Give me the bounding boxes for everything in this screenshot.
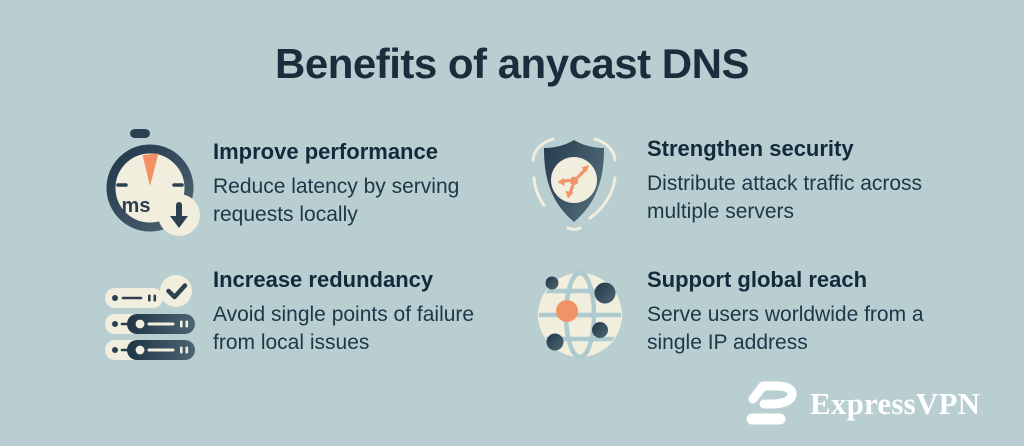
benefit-strengthen-security: Strengthen security Distribute attack tr… [647,136,935,226]
stopwatch-ms-label: ms [122,195,151,217]
globe-origin-node [556,300,578,322]
shield-distribute-icon [524,128,628,237]
benefit-heading: Increase redundancy [213,267,434,292]
stopwatch-ms-icon: ms [98,128,202,243]
brand-logo: ExpressVPN [739,377,980,431]
server-bar-top [105,288,163,308]
brand-wordmark: ExpressVPN [810,386,981,421]
globe-nodes-icon [525,258,643,381]
distribute-arrows [557,165,589,199]
benefit-heading: Improve performance [213,139,438,164]
benefit-support-global-reach: Support global reach Serve users worldwi… [647,267,939,357]
page-title: Benefits of anycast DNS [275,40,749,87]
benefit-heading: Support global reach [647,267,868,292]
benefit-description: Serve users worldwide from a single IP a… [647,303,924,354]
benefit-heading: Strengthen security [647,136,854,161]
benefit-description: Avoid single points of failure from loca… [213,303,475,354]
server-bar-middle [105,314,195,334]
shield-echo-lines [531,137,617,231]
benefit-description: Reduce latency by serving requests local… [213,175,460,226]
benefit-improve-performance: Improve performance Reduce latency by se… [213,139,491,229]
stopwatch-crown [130,129,150,138]
benefit-increase-redundancy: Increase redundancy Avoid single points … [213,267,491,357]
check-badge [160,275,192,307]
expressvpn-logo-icon [746,381,797,425]
stopwatch-needle [142,153,159,186]
benefit-description: Distribute attack traffic across multipl… [647,172,923,223]
server-bar-bottom [105,340,195,360]
server-stack-check-icon [97,268,203,367]
globe-server-nodes [545,276,616,351]
